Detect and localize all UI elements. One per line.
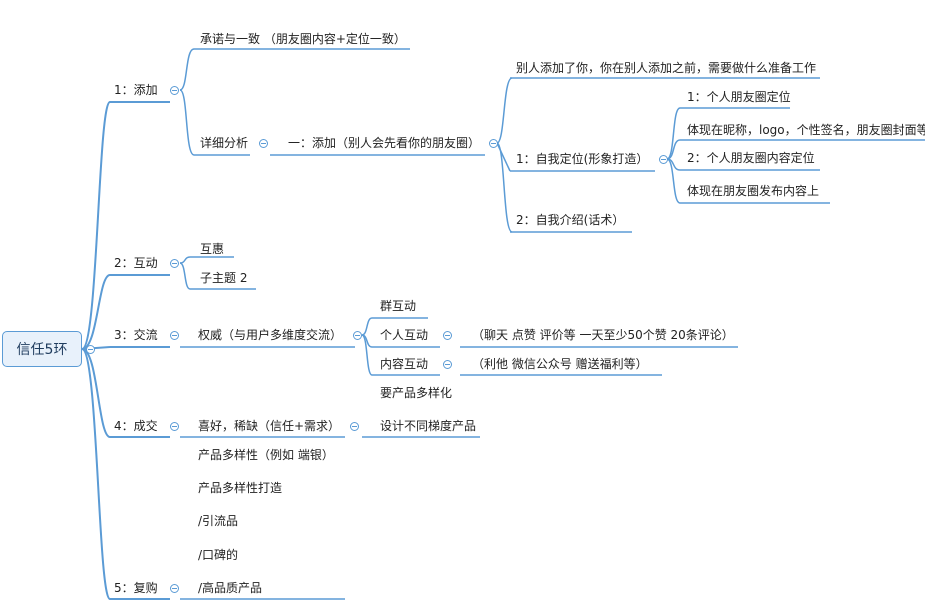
b3-c1-1[interactable]: 群互动: [380, 299, 417, 313]
branch-2-label[interactable]: 2：互动: [114, 256, 158, 270]
b3-c1-3[interactable]: 内容互动: [380, 357, 429, 371]
collapse-b1c2child-icon[interactable]: [489, 139, 498, 148]
b1-c4-2[interactable]: 体现在昵称，logo，个性签名，朋友圈封面等: [687, 123, 925, 137]
b3-c1-4[interactable]: 要产品多样化: [380, 386, 453, 400]
root-label: 信任5环: [16, 342, 68, 358]
b1-c2[interactable]: 详细分析: [200, 136, 249, 150]
b4-c4[interactable]: /引流品: [198, 514, 239, 528]
b3-c1[interactable]: 权威（与用户多维度交流）: [198, 328, 343, 342]
branch-3-label[interactable]: 3：交流: [114, 328, 158, 342]
collapse-b1c2-icon[interactable]: [259, 139, 268, 148]
b1-c4-1[interactable]: 1：个人朋友圈定位: [687, 90, 791, 104]
collapse-b3c1-icon[interactable]: [353, 331, 362, 340]
branch-1-label[interactable]: 1：添加: [114, 83, 158, 97]
b1-c1[interactable]: 承诺与一致 （朋友圈内容+定位一致）: [200, 32, 406, 46]
b2-c1[interactable]: 互惠: [200, 242, 225, 256]
b1-c2-child[interactable]: 一：添加（别人会先看你的朋友圈）: [288, 136, 481, 150]
connector-root-b1: [81, 101, 111, 350]
collapse-b3c12-icon[interactable]: [443, 331, 452, 340]
b4-c1[interactable]: 喜好，稀缺（信任+需求）: [198, 419, 341, 433]
b4-c3[interactable]: 产品多样性打造: [198, 481, 283, 495]
b3-c1-3-note[interactable]: （利他 微信公众号 赠送福利等）: [472, 357, 648, 371]
b1-c3[interactable]: 别人添加了你，你在别人添加之前，需要做什么准备工作: [516, 61, 817, 75]
collapse-b1-icon[interactable]: [170, 86, 179, 95]
b5-c1[interactable]: /高品质产品: [198, 581, 263, 595]
b1-c4-3[interactable]: 2：个人朋友圈内容定位: [687, 151, 815, 165]
b4-c5[interactable]: /口碑的: [198, 548, 239, 562]
branch-5-label[interactable]: 5：复购: [114, 581, 158, 595]
connector-root-b5: [81, 348, 111, 600]
b1-c5[interactable]: 2：自我介绍(话术）: [516, 213, 625, 227]
b1-c4[interactable]: 1：自我定位(形象打造）: [516, 152, 649, 166]
b1-c4-4[interactable]: 体现在朋友圈发布内容上: [687, 184, 820, 198]
b2-c2[interactable]: 子主题 2: [200, 271, 248, 285]
connector-root-b2: [81, 274, 111, 350]
b4-c2[interactable]: 产品多样性（例如 端银）: [198, 448, 334, 462]
collapse-b1c4-icon[interactable]: [659, 155, 668, 164]
collapse-b2-icon[interactable]: [170, 259, 179, 268]
b3-c1-2-note[interactable]: （聊天 点赞 评价等 一天至少50个赞 20条评论）: [472, 328, 734, 342]
collapse-b4-icon[interactable]: [170, 422, 179, 431]
collapse-b3-icon[interactable]: [170, 331, 179, 340]
collapse-root-icon[interactable]: [86, 345, 95, 354]
collapse-b3c13-icon[interactable]: [443, 360, 452, 369]
b4-c1-1[interactable]: 设计不同梯度产品: [380, 419, 477, 433]
root-node[interactable]: 信任5环: [2, 331, 82, 367]
connector-root-b4: [81, 348, 111, 438]
b3-c1-2[interactable]: 个人互动: [380, 328, 429, 342]
branch-4-label[interactable]: 4：成交: [114, 419, 158, 433]
collapse-b4c1-icon[interactable]: [350, 422, 359, 431]
collapse-b5-icon[interactable]: [170, 584, 179, 593]
